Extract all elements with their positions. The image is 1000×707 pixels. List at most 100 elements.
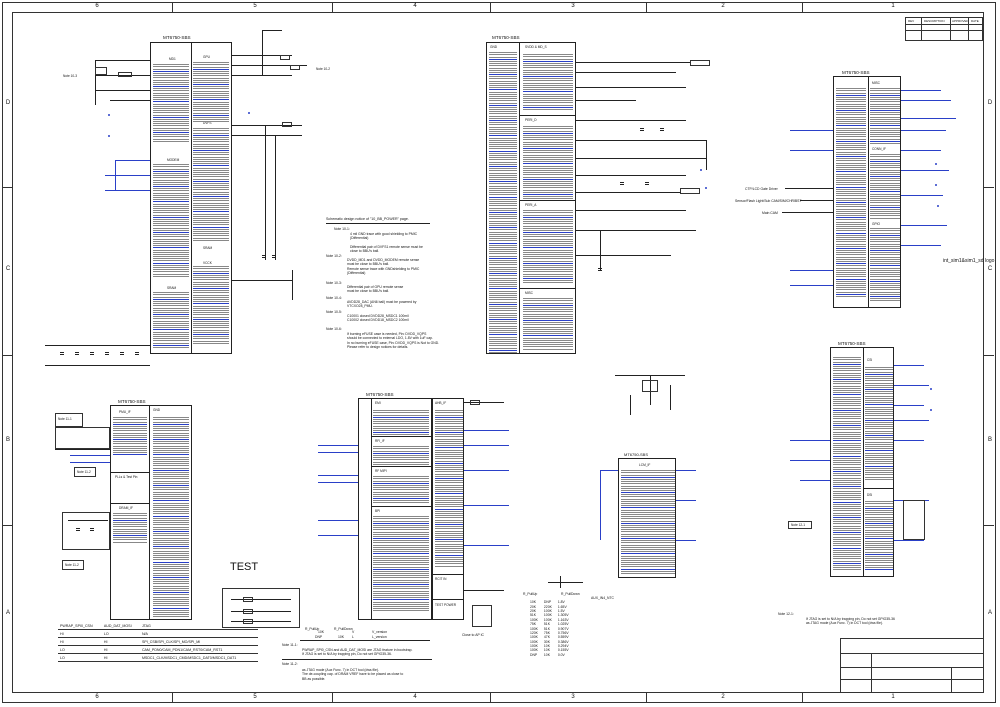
pin-row (489, 283, 517, 286)
pin-row (833, 374, 861, 376)
pin-row (153, 105, 189, 107)
pin-row (833, 365, 861, 367)
pin-row (865, 464, 893, 467)
tb-line (841, 679, 983, 680)
block-csi-label: CSI (867, 358, 873, 362)
pin-row (489, 53, 517, 56)
pin-row (523, 253, 573, 255)
table-row: LO HI CAM_PDN0/CAM_PDN1/CAM_RST0/CAM_RST… (58, 645, 258, 654)
pin-row (523, 235, 573, 238)
resistor (95, 67, 107, 75)
table-cell: HI (58, 637, 102, 646)
pin-row (865, 399, 893, 401)
pin-row (113, 453, 147, 456)
pin-row (836, 216, 866, 219)
table-cell: 100K (530, 644, 538, 649)
zone-row-b-right: B (987, 437, 992, 443)
pin-row (153, 576, 189, 578)
chip-divider (519, 43, 520, 353)
pin-row (523, 341, 573, 343)
pin-row (193, 302, 229, 305)
pin-row (489, 296, 517, 299)
pin-row (153, 506, 189, 508)
pull-title-ntc: AUX_IN4_NTC (591, 596, 614, 600)
design-notice-tag-4: Note 10-4: (326, 296, 342, 300)
pin-row (833, 557, 861, 560)
pin-row (489, 145, 517, 148)
pin-row (621, 524, 675, 526)
table-cell: MSDC1_CLK/MSDC1_CMD/MSDC1_DAT0/MSDC1_DAT… (139, 653, 258, 662)
wire (265, 125, 266, 260)
pin-row (193, 182, 229, 184)
pin-row (621, 489, 675, 491)
pin-row (153, 322, 189, 324)
pin-row (193, 291, 229, 294)
pin-row (621, 506, 675, 509)
wire-blue (790, 150, 833, 151)
pin-row (523, 57, 573, 60)
block-divider (863, 488, 893, 489)
zone-divider (332, 693, 333, 703)
pin-row (193, 87, 229, 90)
pin-row (836, 269, 866, 271)
pin-row (836, 146, 866, 149)
pin-row (865, 550, 893, 553)
pin-row (870, 87, 900, 90)
table-cell: LO (101, 629, 140, 638)
pin-row (373, 570, 429, 572)
revision-box: REV DESCRIPTION APPROVED DATE (905, 17, 983, 41)
pin-row (523, 336, 573, 339)
zone-col-3-bottom: 3 (571, 694, 575, 700)
pin-row (833, 411, 861, 413)
pin-row (523, 182, 573, 185)
pin-row (153, 213, 189, 216)
pin-row (621, 543, 675, 546)
pin-row (373, 416, 429, 418)
pin-row (523, 164, 573, 167)
wire-blue (464, 445, 509, 446)
note-11-2-lines: as JTAG mode (Aux Func. 7) in DCT tool (… (302, 668, 404, 681)
pin-row (870, 280, 900, 282)
pin-row (865, 502, 893, 505)
pin-row (489, 338, 517, 340)
pin-row (193, 204, 229, 206)
pin-row (373, 515, 429, 518)
pin-row (489, 187, 517, 189)
pin-row (153, 167, 189, 170)
pin-row (373, 603, 429, 605)
pin-row (523, 251, 573, 253)
block-vcck-label: VCCK (203, 261, 212, 265)
pin-row (523, 222, 573, 225)
pin-row (833, 470, 861, 472)
pin-row (489, 287, 517, 290)
pin-row (489, 327, 517, 329)
pin-row (833, 474, 861, 477)
pin-row (865, 438, 893, 441)
pin-row (153, 337, 189, 340)
pin-row (621, 526, 675, 529)
k10b-label: 10K (318, 630, 325, 634)
gnd-pins (489, 51, 517, 353)
block-gpio-label: GPIO (872, 222, 880, 226)
pin-row (489, 254, 517, 257)
pin-row (435, 418, 463, 420)
block-test-power-label: TEST POWER (435, 603, 457, 607)
pin-row (153, 346, 189, 348)
pin-row (489, 55, 517, 58)
pin-row (489, 112, 517, 115)
pin-row (153, 83, 189, 85)
pin-row (435, 483, 463, 486)
pin-row (435, 459, 463, 462)
zone-divider (646, 693, 647, 703)
pin-row (870, 229, 900, 232)
pin-row (870, 120, 900, 122)
zone-divider (984, 187, 994, 188)
pin-row (373, 565, 429, 568)
pin-row (153, 479, 189, 482)
pin-row (865, 443, 893, 445)
pin-row (523, 317, 573, 319)
pin-row (153, 100, 189, 103)
pin-row (489, 106, 517, 108)
table-cell: HI (58, 629, 102, 638)
